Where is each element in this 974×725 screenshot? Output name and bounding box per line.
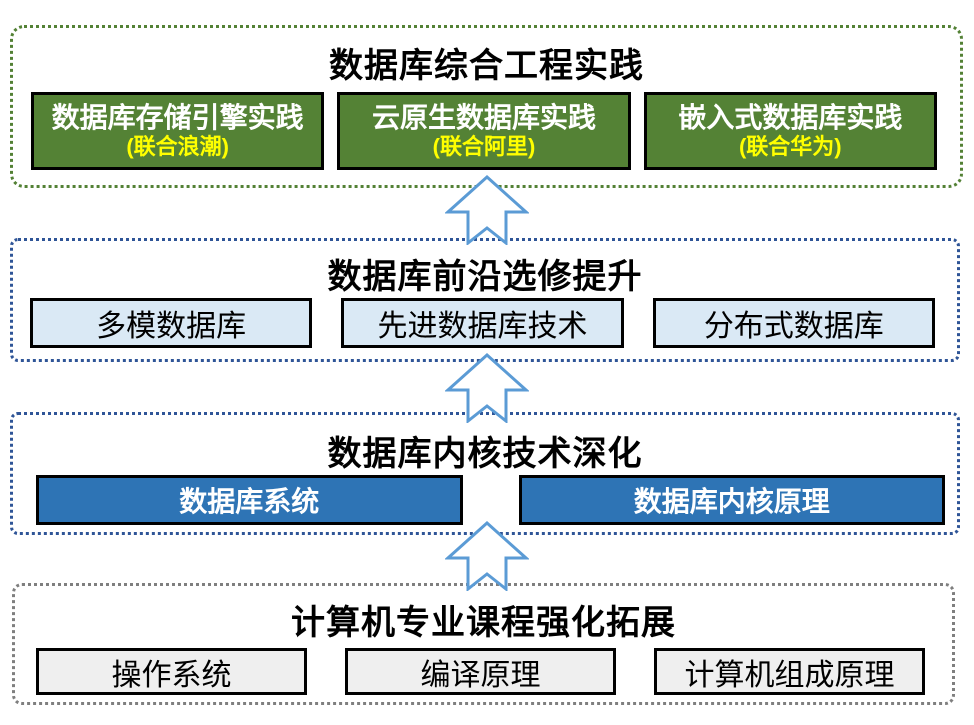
tier-engineering-practice-title: 数据库综合工程实践 [329, 47, 644, 85]
tier-frontier-electives: 数据库前沿选修提升 多模数据库 先进数据库技术 分布式数据库 [10, 238, 960, 362]
course-box-compiler-principles: 编译原理 [345, 648, 616, 695]
course-box-embedded-practice: 嵌入式数据库实践 (联合华为) [643, 92, 937, 170]
up-arrow-icon [445, 521, 529, 591]
tier-cs-foundation: 计算机专业课程强化拓展 操作系统 编译原理 计算机组成原理 [12, 583, 955, 705]
tier-frontier-electives-title: 数据库前沿选修提升 [327, 258, 643, 296]
course-box-distributed-db: 分布式数据库 [652, 298, 935, 348]
course-partner: (联合阿里) [432, 134, 536, 160]
course-name: 云原生数据库实践 [371, 102, 596, 134]
course-box-operating-systems: 操作系统 [36, 648, 307, 695]
course-box-database-systems: 数据库系统 [36, 475, 463, 525]
course-box-multimodel-db: 多模数据库 [30, 298, 313, 348]
course-name: 嵌入式数据库实践 [678, 102, 903, 134]
course-name: 数据库存储引擎实践 [51, 102, 304, 134]
course-box-cloud-native-practice: 云原生数据库实践 (联合阿里) [337, 92, 631, 170]
course-box-db-kernel-principles: 数据库内核原理 [518, 475, 945, 525]
up-arrow-icon [445, 353, 529, 423]
tier-kernel-deepening: 数据库内核技术深化 数据库系统 数据库内核原理 [10, 412, 960, 535]
tier-engineering-practice-row: 数据库存储引擎实践 (联合浪潮) 云原生数据库实践 (联合阿里) 嵌入式数据库实… [31, 92, 937, 170]
course-partner: (联合华为) [738, 134, 842, 160]
tier-engineering-practice: 数据库综合工程实践 数据库存储引擎实践 (联合浪潮) 云原生数据库实践 (联合阿… [10, 25, 963, 188]
course-box-computer-organization: 计算机组成原理 [654, 648, 925, 695]
course-partner: (联合浪潮) [126, 134, 229, 160]
tier-cs-foundation-title: 计算机专业课程强化拓展 [291, 604, 676, 642]
tier-cs-foundation-row: 操作系统 编译原理 计算机组成原理 [36, 648, 925, 695]
tier-kernel-deepening-title: 数据库内核技术深化 [327, 435, 643, 473]
tier-frontier-electives-row: 多模数据库 先进数据库技术 分布式数据库 [30, 298, 935, 348]
course-box-storage-engine-practice: 数据库存储引擎实践 (联合浪潮) [31, 92, 325, 170]
up-arrow-icon [445, 175, 529, 245]
course-box-advanced-db-tech: 先进数据库技术 [341, 298, 624, 348]
tier-kernel-deepening-row: 数据库系统 数据库内核原理 [36, 475, 945, 525]
